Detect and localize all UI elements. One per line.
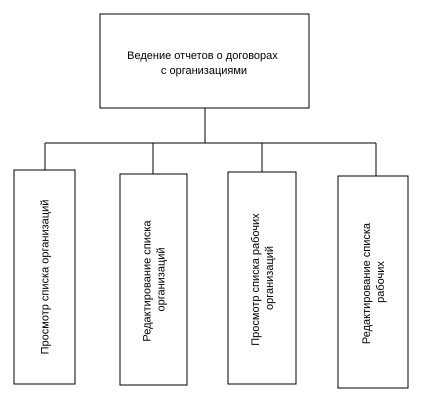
child-label-3: Просмотр списка рабочих организаций xyxy=(250,210,276,345)
child-node-3: Просмотр списка рабочих организаций xyxy=(227,171,297,385)
child-label-3-line-1: Просмотр списка рабочих xyxy=(250,213,262,346)
root-node: Ведение отчетов о договорах с организаци… xyxy=(99,13,310,109)
root-label-line-2: с организациями xyxy=(161,65,247,77)
child-box-4 xyxy=(337,175,409,389)
child-label-2: Редактирование списка организаций xyxy=(142,217,168,341)
child-label-4: Редактирование списка рабочих xyxy=(361,220,387,344)
child-node-2: Редактирование списка организаций xyxy=(119,173,188,386)
child-label-1: Просмотр списка организаций xyxy=(40,200,52,355)
child-label-2-line-2: организаций xyxy=(156,247,168,311)
child-box-2 xyxy=(119,173,188,386)
root-box xyxy=(99,13,310,109)
child-label-4-line-1: Редактирование списка xyxy=(361,222,373,344)
child-label-3-line-2: организаций xyxy=(264,246,276,310)
child-label-1-line-1: Просмотр списка организаций xyxy=(40,200,52,355)
root-label-line-1: Ведение отчетов о договорах xyxy=(127,50,278,62)
child-box-1 xyxy=(13,169,76,385)
root-label: Ведение отчетов о договорах с организаци… xyxy=(127,50,281,77)
child-node-4: Редактирование списка рабочих xyxy=(337,175,409,389)
child-box-3 xyxy=(227,171,297,385)
child-node-1: Просмотр списка организаций xyxy=(13,169,76,385)
child-label-4-line-2: рабочих xyxy=(375,261,387,303)
child-label-2-line-1: Редактирование списка xyxy=(142,220,154,342)
connectors xyxy=(44,108,377,176)
